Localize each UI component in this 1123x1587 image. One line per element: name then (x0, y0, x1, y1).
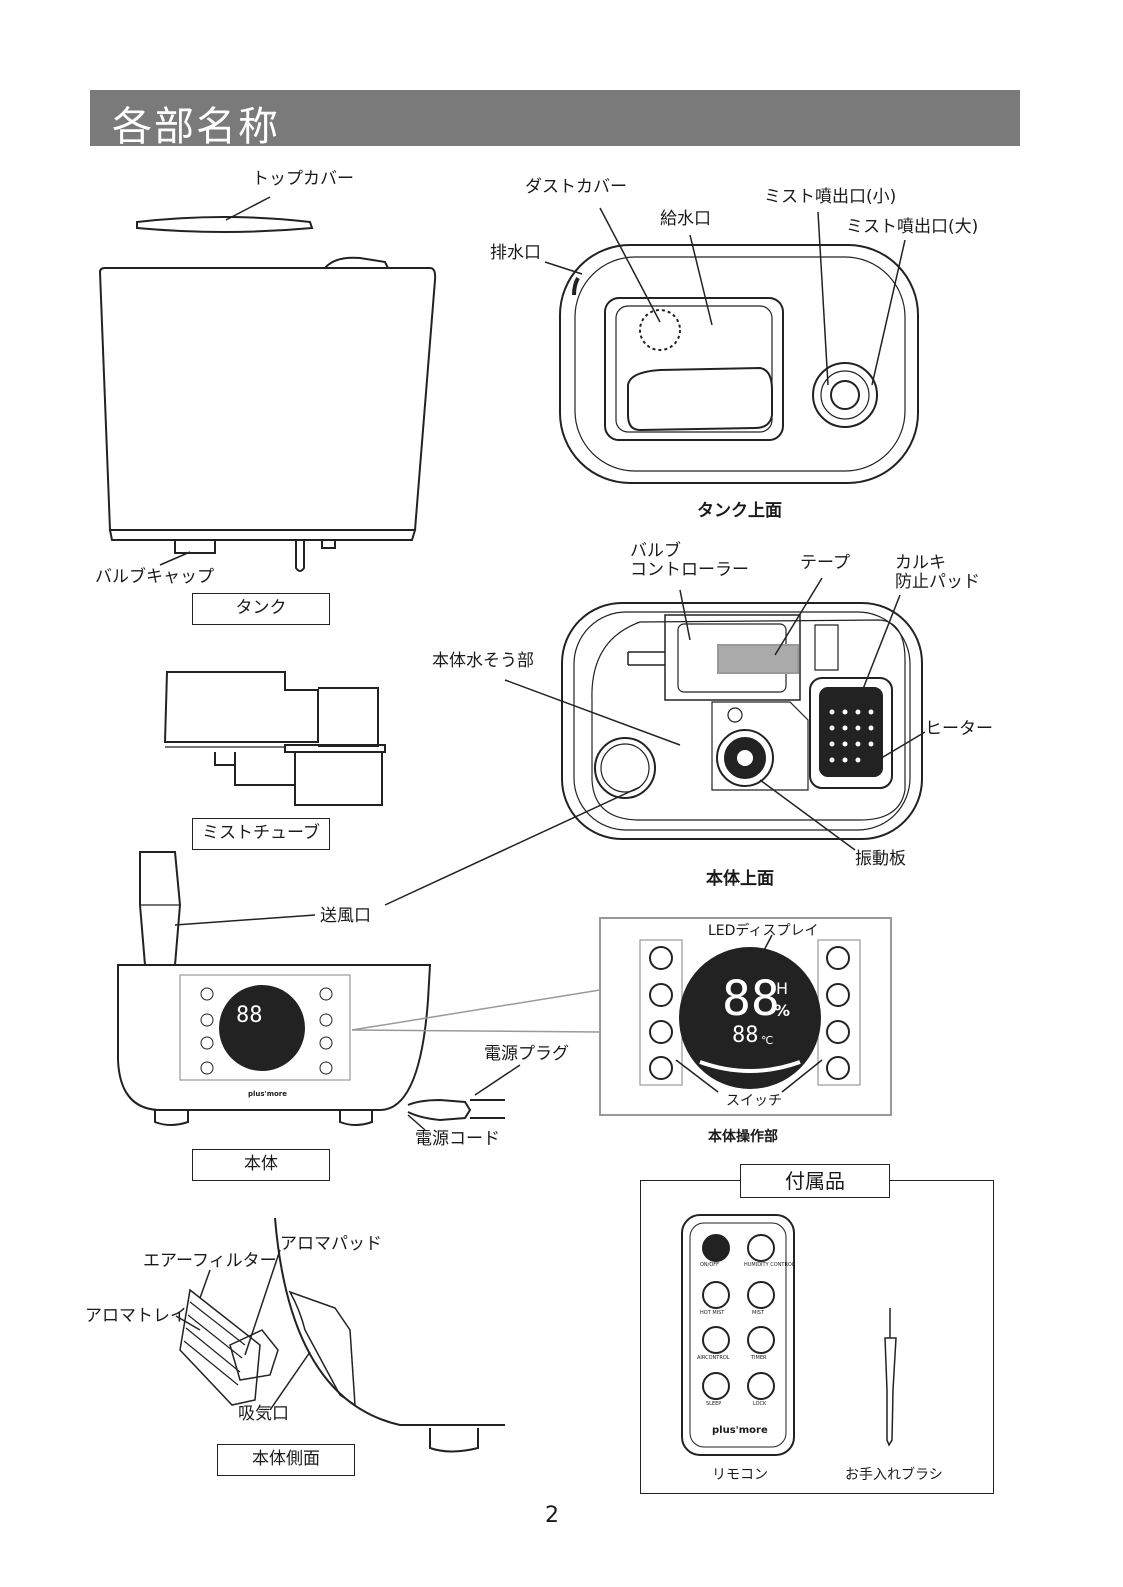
label-remote: リモコン (712, 1467, 768, 1483)
remote-btn-hot-mist: HOT MIST (700, 1310, 725, 1316)
body-readout: 88 (236, 1003, 263, 1028)
label-valve-cap: バルブキャップ (95, 567, 214, 587)
label-air-outlet: 送風口 (320, 906, 371, 926)
tank-illustration (98, 196, 437, 572)
accessories-title: 付属品 (740, 1164, 890, 1198)
label-switch: スイッチ (726, 1093, 782, 1109)
remote-brand: plus'more (712, 1425, 768, 1436)
label-power-plug: 電源プラグ (484, 1044, 569, 1064)
tank-top-illustration (544, 207, 919, 484)
label-aroma-tray: アロマトレイ (85, 1306, 187, 1326)
caption-tank: タンク (192, 593, 330, 625)
label-heater: ヒーター (925, 719, 993, 739)
accessories-frame (640, 1180, 994, 1494)
label-calc-pad-1: カルキ (895, 553, 946, 573)
label-mist-outlet-large: ミスト噴出口(大) (846, 217, 979, 237)
remote-btn-mist: MIST (752, 1310, 765, 1316)
accessories-illustration (681, 1214, 897, 1456)
label-top-cover: トップカバー (252, 169, 354, 189)
panel-unit-h: H (776, 979, 789, 998)
remote-btn-timer: TIMER (751, 1355, 767, 1361)
label-calc-pad-2: 防止パッド (895, 572, 980, 592)
label-valve-controller-1: バルブ (630, 541, 681, 561)
panel-readout-big: 88 (722, 971, 780, 1027)
panel-readout-small: 88 (732, 1023, 759, 1048)
panel-detail-illustration (599, 917, 892, 1116)
side-illustration (175, 1217, 505, 1453)
caption-mist-tube: ミストチューブ (192, 818, 330, 850)
caption-body: 本体 (192, 1149, 330, 1181)
remote-btn-humidity: HUMIDITY CONTROL (744, 1262, 795, 1268)
label-water-inlet: 給水口 (660, 209, 711, 229)
remote-btn-aircontrol: AIRCONTROL (697, 1355, 730, 1361)
label-led-display: LEDディスプレイ (708, 923, 819, 939)
label-dust-cover: ダストカバー (525, 177, 627, 197)
label-water-tank-part: 本体水そう部 (432, 651, 534, 671)
label-drain: 排水口 (490, 243, 541, 263)
label-aroma-pad: アロマパッド (280, 1234, 382, 1254)
heater-dots (829, 709, 874, 763)
caption-body-top: 本体上面 (706, 869, 774, 889)
label-air-filter: エアーフィルター (143, 1251, 277, 1271)
label-valve-controller-2: コントローラー (630, 560, 749, 580)
mist-tube-illustration (163, 671, 386, 806)
page-title: 各部名称 (112, 104, 280, 150)
panel-unit-percent: % (774, 1001, 791, 1020)
caption-side: 本体側面 (217, 1444, 355, 1476)
label-intake: 吸気口 (238, 1404, 289, 1424)
caption-tank-top: タンク上面 (697, 501, 782, 521)
panel-unit-celsius: ℃ (761, 1034, 774, 1047)
label-mist-outlet-small: ミスト噴出口(小) (764, 187, 897, 207)
label-power-cord: 電源コード (415, 1129, 500, 1149)
body-top-illustration (504, 577, 926, 851)
remote-btn-sleep: SLEEP (706, 1401, 722, 1407)
remote-btn-on-off: ON/OFF (700, 1262, 720, 1268)
label-tape: テープ (800, 553, 850, 573)
caption-panel: 本体操作部 (708, 1129, 778, 1145)
section-header: 各部名称 (90, 90, 1020, 150)
label-brush: お手入れブラシ (845, 1467, 943, 1483)
body-brand: plus'more (248, 1090, 288, 1098)
label-vibration-plate: 振動板 (855, 849, 906, 869)
page-number: 2 (545, 1503, 559, 1528)
remote-btn-lock: LOCK (753, 1401, 767, 1407)
